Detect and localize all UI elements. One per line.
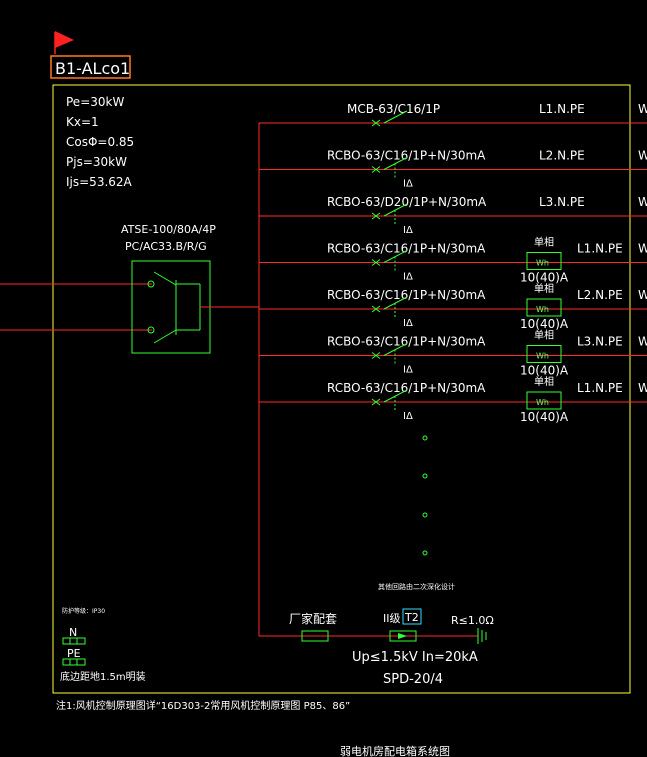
ground-icon: [477, 628, 487, 644]
spd-grade-label: II级: [383, 612, 401, 625]
circuit-row: RCBO-63/C16/1P+N/30mA IΔ 单相 Wh 10(40)A L2.N.P…: [259, 282, 647, 331]
pe-bus-label: PE: [67, 647, 81, 660]
meter-box-icon: [526, 252, 562, 270]
rcd-label: IΔ: [403, 179, 413, 190]
rcd-label: IΔ: [403, 411, 413, 422]
meter-box-label: Wh: [536, 352, 549, 361]
diagram-caption: 弱电机房配电箱系统图: [340, 744, 450, 757]
spd-model: SPD-20/4: [383, 672, 443, 687]
spd-fuse-icon: [301, 630, 329, 642]
breaker-contact-icon: [383, 110, 408, 124]
spare-circuit-dots: [422, 435, 428, 556]
breaker-mark-icon: [371, 119, 381, 127]
circuit-tail-label: W: [638, 288, 647, 302]
phase-label: L1.N.PE: [577, 242, 623, 256]
meter-box-icon: [526, 391, 562, 410]
meter-rating: 10(40)A: [520, 271, 569, 285]
circuit-row: MCB-63/C16/1P L1.N.PE W: [259, 102, 647, 127]
circuit-tail-label: W: [638, 242, 647, 256]
breaker-mark-icon: [371, 352, 381, 359]
flag-icon: [54, 31, 74, 54]
spd-factory: 厂家配套: [289, 611, 337, 626]
circuit-tail-label: W: [638, 149, 647, 163]
phase-label: L3.N.PE: [577, 335, 623, 349]
breaker-label: RCBO-63/D20/1P+N/30mA: [327, 195, 487, 209]
param-line: CosΦ=0.85: [66, 135, 134, 149]
rcd-label: IΔ: [403, 365, 413, 376]
panel-tag-box: [50, 55, 131, 79]
spare-note: 其他回路由二次深化设计: [378, 582, 455, 591]
phase-label: L1.N.PE: [539, 102, 585, 116]
ats-mode: PC/AC33.B/R/G: [125, 240, 207, 253]
meter-type-label: 单相: [534, 375, 554, 388]
meter-box-label: Wh: [536, 398, 549, 407]
rcd-label: IΔ: [403, 318, 413, 329]
param-line: Kx=1: [66, 115, 99, 129]
meter-box-icon: [526, 298, 562, 317]
phase-label: L2.N.PE: [577, 288, 623, 302]
breaker-label: RCBO-63/C16/1P+N/30mA: [327, 381, 486, 395]
meter-type-label: 单相: [534, 236, 554, 249]
breaker-label: RCBO-63/C16/1P+N/30mA: [327, 242, 486, 256]
protection-label: 防护等级：IP30: [62, 607, 105, 615]
param-line: Pjs=30kW: [66, 155, 127, 169]
phase-label: L2.N.PE: [539, 149, 585, 163]
circuit-tail-label: W: [638, 102, 647, 116]
panel-tag: B1-ALco1: [55, 59, 130, 78]
meter-rating: 10(40)A: [520, 410, 569, 424]
circuit-row: RCBO-63/C16/1P+N/30mA IΔ 单相 Wh 10(40)A L1.N.P…: [259, 375, 647, 424]
breaker-mark-icon: [371, 305, 381, 313]
circuit-tail-label: W: [638, 195, 647, 209]
breaker-mark-icon: [371, 259, 381, 266]
spd-resistance: R≤1.0Ω: [451, 614, 494, 627]
meter-type-label: 单相: [534, 329, 554, 342]
circuit-row: RCBO-63/C16/1P+N/30mA IΔ 单相 Wh 10(40)A L1.N.P…: [259, 236, 647, 285]
meter-box-icon: [526, 345, 562, 363]
ats-switch: [131, 260, 211, 354]
n-terminal-icon: [62, 637, 86, 645]
circuit-row: RCBO-63/C16/1P+N/30mA IΔ L2.N.PE W: [259, 149, 647, 190]
rcd-label: IΔ: [403, 272, 413, 283]
breaker-label: RCBO-63/C16/1P+N/30mA: [327, 288, 486, 302]
breaker-label: MCB-63/C16/1P: [347, 102, 440, 116]
meter-box-label: Wh: [536, 259, 549, 268]
meter-type-label: 单相: [534, 282, 554, 295]
spd-arrester-icon: [389, 630, 417, 642]
phase-label: L1.N.PE: [577, 381, 623, 395]
meter-rating: 10(40)A: [520, 317, 569, 331]
footnote: 注1:风机控制原理图详“16D303-2常用风机控制原理图 P85、86”: [56, 699, 350, 712]
breaker-label: RCBO-63/C16/1P+N/30mA: [327, 149, 486, 163]
phase-label: L3.N.PE: [539, 195, 585, 209]
circuit-tail-label: W: [638, 381, 647, 395]
spd-grade-box: [402, 608, 422, 625]
circuit-tail-label: W: [638, 335, 647, 349]
panel-frame: [52, 84, 631, 694]
meter-rating: 10(40)A: [520, 364, 569, 378]
spd-grade-box-label: T2: [404, 611, 419, 624]
breaker-label: RCBO-63/C16/1P+N/30mA: [327, 335, 486, 349]
breaker-mark-icon: [371, 212, 381, 220]
breaker-mark-icon: [371, 166, 381, 173]
circuit-row: RCBO-63/C16/1P+N/30mA IΔ 单相 Wh 10(40)A L3.N.P…: [259, 329, 647, 378]
ats-model: ATSE-100/80A/4P: [121, 223, 216, 236]
breaker-mark-icon: [371, 398, 381, 406]
meter-box-label: Wh: [536, 305, 549, 314]
rcd-label: IΔ: [403, 225, 413, 236]
spd-spec: Up≤1.5kV In=20kA: [352, 650, 478, 665]
circuit-row: RCBO-63/D20/1P+N/30mA IΔ L3.N.PE W: [259, 195, 647, 236]
n-bus-label: N: [69, 626, 77, 639]
param-line: Pe=30kW: [66, 95, 124, 109]
mount-note: 底边距地1.5m明装: [60, 670, 146, 683]
param-line: Ijs=53.62A: [66, 175, 133, 189]
pe-terminal-icon: [62, 658, 86, 666]
